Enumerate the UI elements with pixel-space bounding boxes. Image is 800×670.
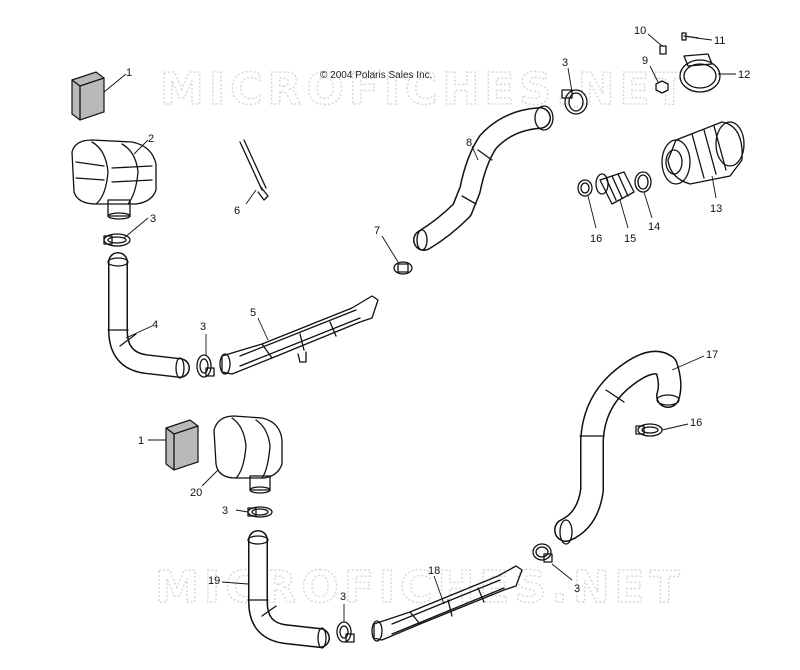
watermark-top: MICROFICHES.NET <box>160 64 690 115</box>
callout-14: 14 <box>648 221 660 233</box>
callout-12: 12 <box>738 69 750 81</box>
part-20-airbox <box>213 415 283 494</box>
callout-13: 13 <box>710 203 722 215</box>
part-18-duct <box>371 565 523 642</box>
callout-9: 9 <box>642 55 648 67</box>
part-3-clamp-top <box>561 89 588 115</box>
part-3-clamp-d <box>336 621 355 643</box>
part-3-clamp-c <box>247 506 273 518</box>
callout-3-d: 3 <box>222 505 228 517</box>
callout-2: 2 <box>148 133 154 145</box>
part-13-air-filter <box>661 121 745 185</box>
callout-3-a: 3 <box>150 213 156 225</box>
part-4-tube <box>107 252 190 379</box>
callout-3-c: 3 <box>562 57 568 69</box>
part-2-airbox <box>71 139 157 220</box>
callout-11: 11 <box>714 35 725 47</box>
part-3-clamp-b <box>196 354 215 378</box>
callout-19: 19 <box>208 575 220 587</box>
part-1-box-top <box>71 71 105 121</box>
callout-15: 15 <box>624 233 636 245</box>
callout-3-b: 3 <box>200 321 206 333</box>
part-8-tube <box>413 105 554 251</box>
callout-20: 20 <box>190 487 202 499</box>
part-16-clamp-bottom <box>635 423 663 437</box>
part-12-band <box>679 53 721 93</box>
part-11-screw <box>681 32 699 41</box>
part-7-clamp <box>393 261 413 275</box>
callout-1-top: 1 <box>126 67 132 79</box>
part-3-clamp-a <box>103 233 131 247</box>
callout-6: 6 <box>234 205 240 217</box>
part-10-bolt <box>659 45 667 55</box>
callout-8: 8 <box>466 137 472 149</box>
callout-3-e: 3 <box>340 591 346 603</box>
callout-16-bottom: 16 <box>690 417 702 429</box>
part-9-nut <box>655 80 669 94</box>
part-15-coupler <box>595 171 635 205</box>
watermark-bottom: MICROFICHES.NET <box>155 562 685 613</box>
part-6-strap <box>239 139 269 201</box>
callout-18: 18 <box>428 565 440 577</box>
part-14-clamp <box>634 171 652 193</box>
callout-4: 4 <box>152 319 158 331</box>
part-5-duct <box>219 295 379 375</box>
part-17-tube <box>554 350 682 545</box>
callout-7: 7 <box>374 225 380 237</box>
part-3-clamp-e <box>532 543 553 563</box>
leader-lines <box>103 33 736 622</box>
copyright-text: © 2004 Polaris Sales Inc. <box>320 70 432 81</box>
callout-10: 10 <box>634 25 646 37</box>
part-1-box-bottom <box>165 419 199 471</box>
callout-16-top: 16 <box>590 233 602 245</box>
callout-17: 17 <box>706 349 718 361</box>
callout-5: 5 <box>250 307 256 319</box>
part-16-clamp-top <box>577 179 593 197</box>
part-19-tube <box>247 530 330 649</box>
callout-1-bottom: 1 <box>138 435 144 447</box>
callout-3-f: 3 <box>574 583 580 595</box>
